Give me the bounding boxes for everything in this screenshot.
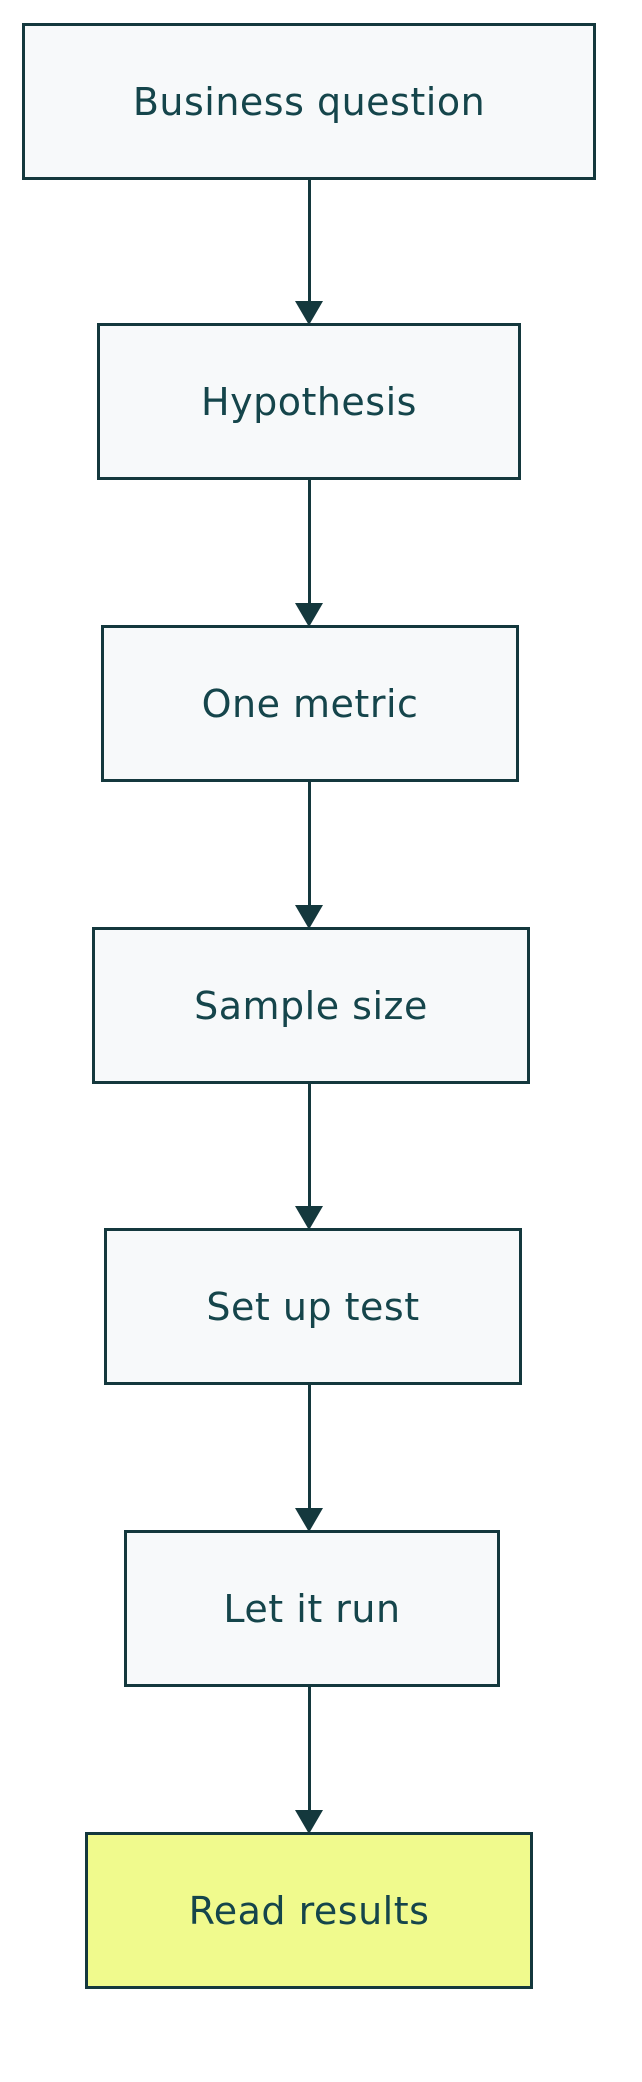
arrow-head-icon: [295, 1508, 323, 1532]
flow-node-one-metric: One metric: [101, 625, 519, 782]
connector-arrow-5: [295, 1385, 323, 1532]
node-label: Let it run: [223, 1586, 401, 1631]
arrow-line: [307, 480, 311, 607]
flow-node-hypothesis: Hypothesis: [97, 323, 521, 480]
arrow-head-icon: [295, 1206, 323, 1230]
flow-node-set-up-test: Set up test: [104, 1228, 522, 1385]
connector-arrow-4: [295, 1084, 323, 1230]
connector-arrow-3: [295, 782, 323, 929]
arrow-line: [307, 782, 311, 909]
node-label: One metric: [201, 681, 419, 726]
node-label: Set up test: [206, 1284, 420, 1329]
node-label: Hypothesis: [201, 379, 417, 424]
node-label: Read results: [188, 1888, 430, 1933]
connector-arrow-1: [295, 180, 323, 325]
arrow-head-icon: [295, 301, 323, 325]
flow-node-let-it-run: Let it run: [124, 1530, 500, 1687]
connector-arrow-6: [295, 1687, 323, 1834]
flow-node-sample-size: Sample size: [92, 927, 530, 1084]
node-label: Sample size: [194, 983, 428, 1028]
arrow-line: [307, 1084, 311, 1210]
arrow-head-icon: [295, 1810, 323, 1834]
connector-arrow-2: [295, 480, 323, 627]
node-label: Business question: [132, 79, 486, 124]
arrow-line: [307, 1385, 311, 1512]
flow-node-read-results: Read results: [85, 1832, 533, 1989]
arrow-head-icon: [295, 603, 323, 627]
arrow-head-icon: [295, 905, 323, 929]
arrow-line: [307, 180, 311, 305]
flow-node-business-question: Business question: [22, 23, 596, 180]
arrow-line: [307, 1687, 311, 1814]
